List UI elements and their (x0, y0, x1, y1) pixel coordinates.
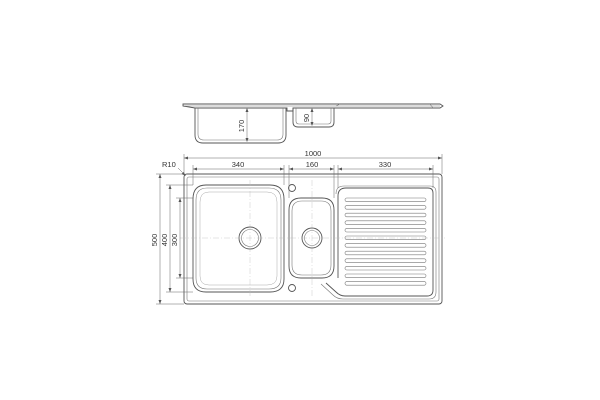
drainer-rib (344, 281, 427, 286)
drainer-rib (344, 228, 427, 233)
drainer-rib (344, 220, 427, 225)
drainer-rib (344, 273, 427, 278)
section-view: 170 90 (182, 103, 444, 144)
section-main-bowl (194, 108, 287, 144)
overflow-hole (288, 284, 296, 292)
drainer-board (325, 187, 434, 297)
drainer-width-label: 330 (379, 160, 392, 169)
drainer-rib (344, 250, 427, 256)
inner-depth-label: 400 (160, 234, 169, 247)
sink-outline (183, 173, 443, 305)
main-bowl-width-label: 340 (232, 160, 245, 169)
section-depth-small-label: 90 (302, 114, 311, 122)
drainer-rib (344, 243, 427, 248)
small-bowl-width-label: 160 (306, 160, 319, 169)
drainer-rib (344, 212, 427, 218)
section-small-bowl (292, 108, 335, 128)
main-bowl (192, 184, 285, 293)
section-deck-outline (182, 103, 444, 112)
overall-width-label: 1000 (305, 149, 322, 158)
drainer-rib (344, 197, 427, 202)
small-bowl (288, 197, 335, 279)
overall-depth-label: 500 (150, 234, 159, 247)
drainer-ribs (344, 197, 427, 286)
tap-hole (288, 184, 296, 192)
bowl-depth-label: 300 (170, 234, 179, 247)
drainer-rib (344, 205, 427, 210)
drainer-rib (344, 266, 427, 271)
drainer-rib (344, 258, 427, 263)
section-depth-main-label: 170 (237, 120, 246, 133)
plan-view: 1000 340 160 330 R10 500 (150, 149, 445, 305)
corner-radius-label: R10 (162, 160, 176, 169)
